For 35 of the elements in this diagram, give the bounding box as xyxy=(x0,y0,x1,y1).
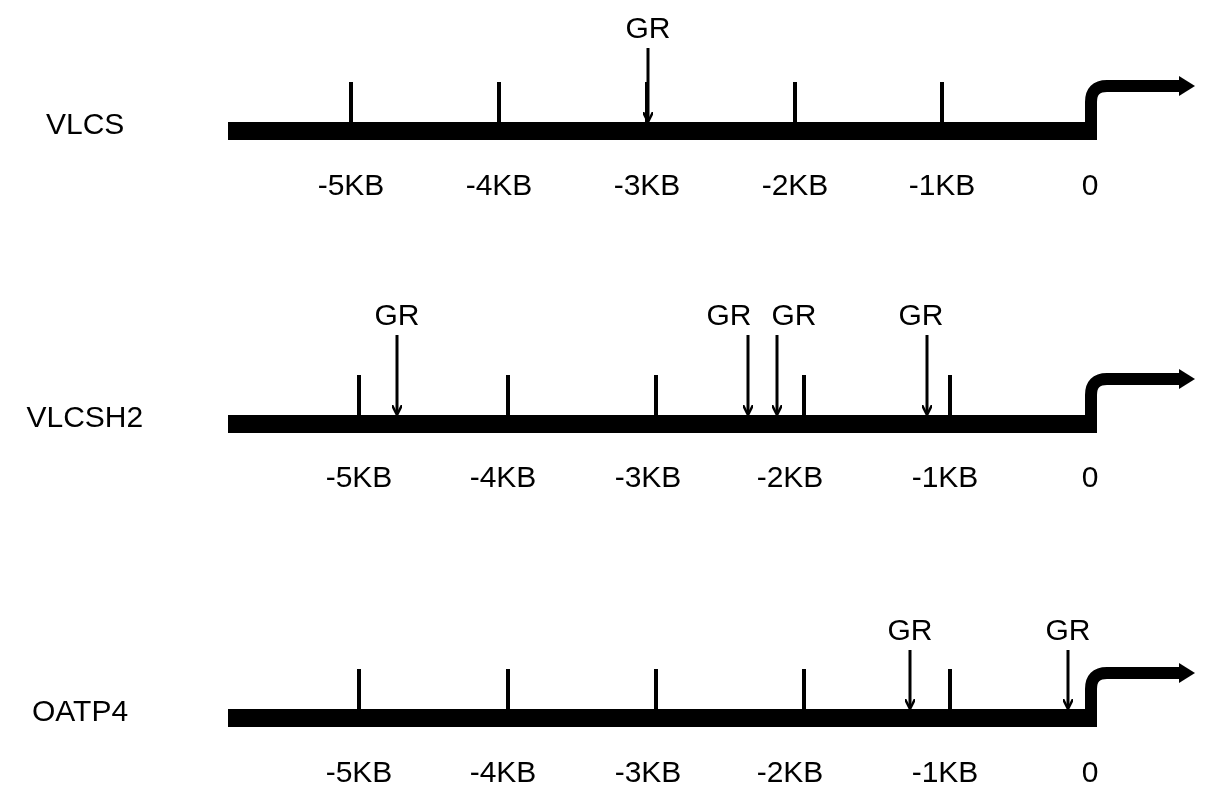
position-label: -1KB xyxy=(911,459,979,495)
gr-label: GR xyxy=(887,612,933,648)
gr-label: GR xyxy=(1045,612,1091,648)
position-label: -4KB xyxy=(469,459,537,495)
position-label: -3KB xyxy=(614,459,682,495)
position-label: -2KB xyxy=(756,459,824,495)
position-label: -4KB xyxy=(465,167,533,203)
position-label: 0 xyxy=(1081,459,1099,495)
position-label: -5KB xyxy=(325,754,393,790)
gr-label: GR xyxy=(706,297,752,333)
position-label: -1KB xyxy=(908,167,976,203)
arrow xyxy=(1061,650,1075,711)
position-label: 0 xyxy=(1081,167,1099,203)
position-label: -5KB xyxy=(317,167,385,203)
gr-label: GR xyxy=(374,297,420,333)
position-label: -2KB xyxy=(756,754,824,790)
arrow xyxy=(920,335,934,417)
gene-name: VLCSH2 xyxy=(26,399,144,435)
arrow xyxy=(390,335,404,417)
arrow xyxy=(741,335,755,417)
gene-name: OATP4 xyxy=(32,693,129,729)
arrow xyxy=(641,48,655,124)
arrow xyxy=(903,650,917,711)
position-label: -5KB xyxy=(325,459,393,495)
gr-label: GR xyxy=(625,10,671,46)
position-label: -3KB xyxy=(614,754,682,790)
position-label: -3KB xyxy=(613,167,681,203)
position-label: -1KB xyxy=(911,754,979,790)
gr-label: GR xyxy=(771,297,817,333)
position-label: -4KB xyxy=(469,754,537,790)
gr-label: GR xyxy=(898,297,944,333)
position-label: -2KB xyxy=(761,167,829,203)
gene-name: VLCS xyxy=(46,106,125,142)
position-label: 0 xyxy=(1081,754,1099,790)
arrow xyxy=(770,335,784,417)
